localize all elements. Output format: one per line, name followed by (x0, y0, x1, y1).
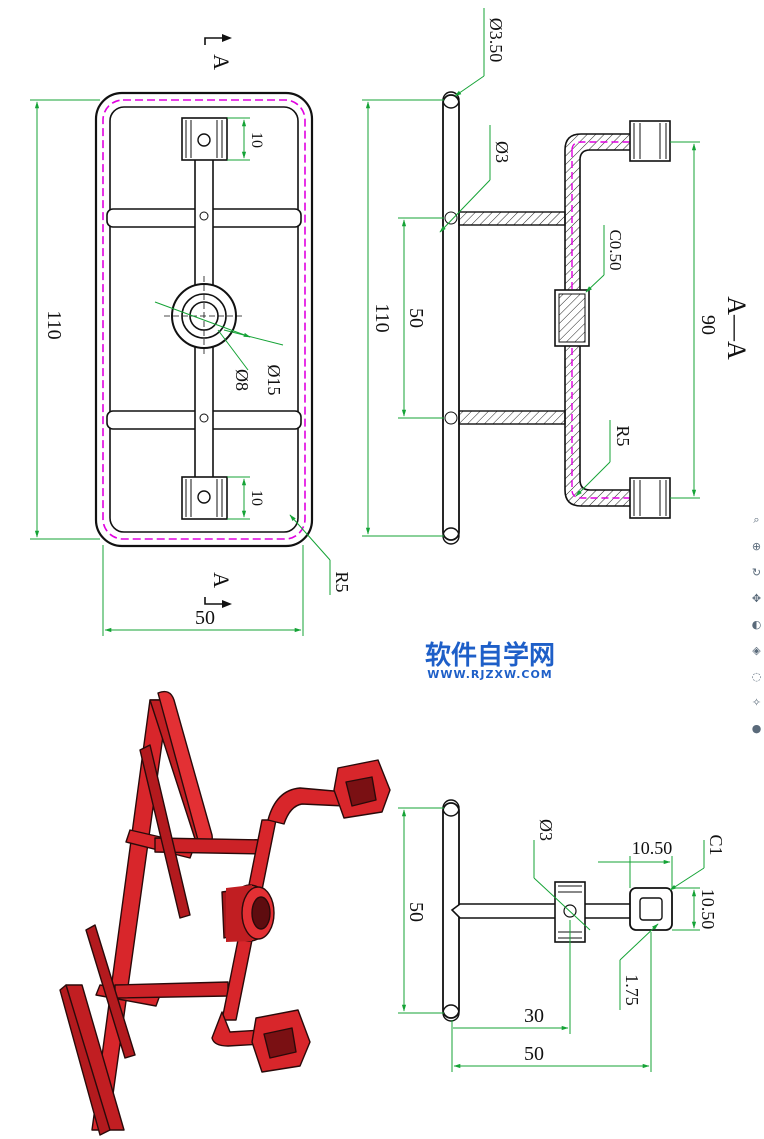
zoom-icon[interactable]: ⊕ (751, 539, 762, 553)
view-icon[interactable]: ◐ (751, 617, 762, 631)
section-view: A—A Ø3.50 (362, 8, 751, 545)
dim-section-spacing: 50 (405, 308, 427, 328)
isometric-3d-view (59, 690, 391, 1136)
watermark-url: WWW.RJZXW.COM (427, 668, 553, 681)
rotate-icon[interactable]: ↻ (751, 565, 762, 579)
dim-side-height-small: 10.50 (698, 889, 718, 930)
dim-side-175: 1.75 (622, 974, 642, 1006)
watermark: 软件自学网 WWW.RJZXW.COM (425, 640, 555, 681)
dim-front-radius: R5 (332, 571, 352, 592)
watermark-title: 软件自学网 (425, 640, 555, 671)
dim-section-radius: R5 (613, 425, 633, 446)
view-toolbar: ⌕ ⊕ ↻ ✥ ◐ ◈ ◌ ✧ ● (749, 512, 764, 746)
dim-hub-outer: Ø15 (264, 365, 284, 396)
display-icon[interactable]: ◈ (752, 643, 761, 657)
dim-tab-bottom: 10 (248, 490, 265, 506)
dim-side-dia3: Ø3 (536, 819, 556, 841)
dim-section-chamfer: C0.50 (606, 229, 625, 270)
front-view: A A 110 50 10 10 (30, 34, 352, 636)
dim-front-width: 50 (195, 607, 215, 629)
scene-icon[interactable]: ● (751, 721, 762, 735)
side-view: Ø3 10.50 C1 10.50 50 30 50 1.75 (398, 799, 726, 1072)
light-icon[interactable]: ✧ (751, 695, 762, 709)
dim-section-height: 110 (371, 303, 393, 332)
dim-side-len30: 30 (524, 1005, 544, 1027)
dim-front-height: 110 (43, 310, 65, 339)
pan-icon[interactable]: ✥ (751, 591, 762, 605)
search-icon[interactable]: ⌕ (753, 513, 760, 526)
dim-side-len50: 50 (524, 1043, 544, 1065)
dim-section-dia350: Ø3.50 (486, 18, 506, 63)
dim-side-width: 10.50 (632, 838, 673, 858)
dim-side-chamfer: C1 (706, 834, 726, 855)
hide-icon[interactable]: ◌ (751, 669, 762, 683)
dim-section-dia3: Ø3 (492, 141, 512, 163)
dim-hub-inner: Ø8 (232, 369, 252, 391)
section-title: A—A (722, 296, 751, 360)
dim-section-90: 90 (697, 315, 719, 335)
dim-side-height: 50 (405, 902, 427, 922)
section-mark-top: A (209, 54, 234, 70)
dim-tab-top: 10 (248, 132, 265, 148)
section-mark-bottom: A (209, 572, 234, 588)
